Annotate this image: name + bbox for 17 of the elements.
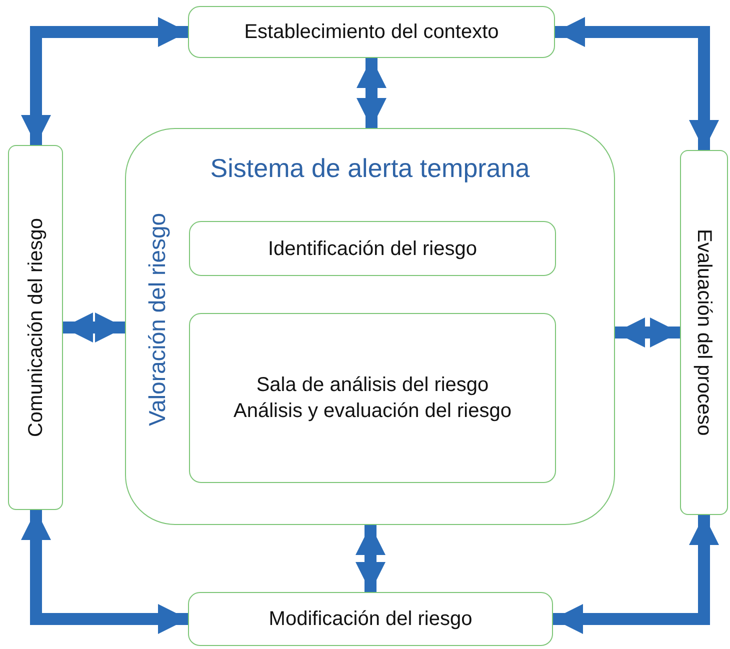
panel-title: Sistema de alerta temprana — [209, 153, 531, 184]
double-arrow — [555, 17, 719, 150]
double-arrow — [356, 58, 386, 128]
system-panel — [125, 128, 615, 525]
double-arrow — [21, 17, 188, 145]
process-box: Establecimiento del contexto — [188, 6, 555, 58]
process-box: Comunicación del riesgo — [8, 145, 63, 510]
process-box: Sala de análisis del riesgo Análisis y evaluación del riesgo — [189, 313, 556, 483]
double-arrow — [21, 510, 188, 634]
process-box: Evaluación del proceso — [680, 150, 728, 515]
process-box: Identificación del riesgo — [189, 221, 556, 276]
panel-side-heading: Valoración del riesgo — [144, 211, 171, 428]
double-arrow — [615, 318, 680, 348]
double-arrow — [356, 525, 386, 592]
double-arrow — [553, 515, 719, 634]
process-box: Modificación del riesgo — [188, 592, 553, 646]
double-arrow — [63, 312, 125, 342]
